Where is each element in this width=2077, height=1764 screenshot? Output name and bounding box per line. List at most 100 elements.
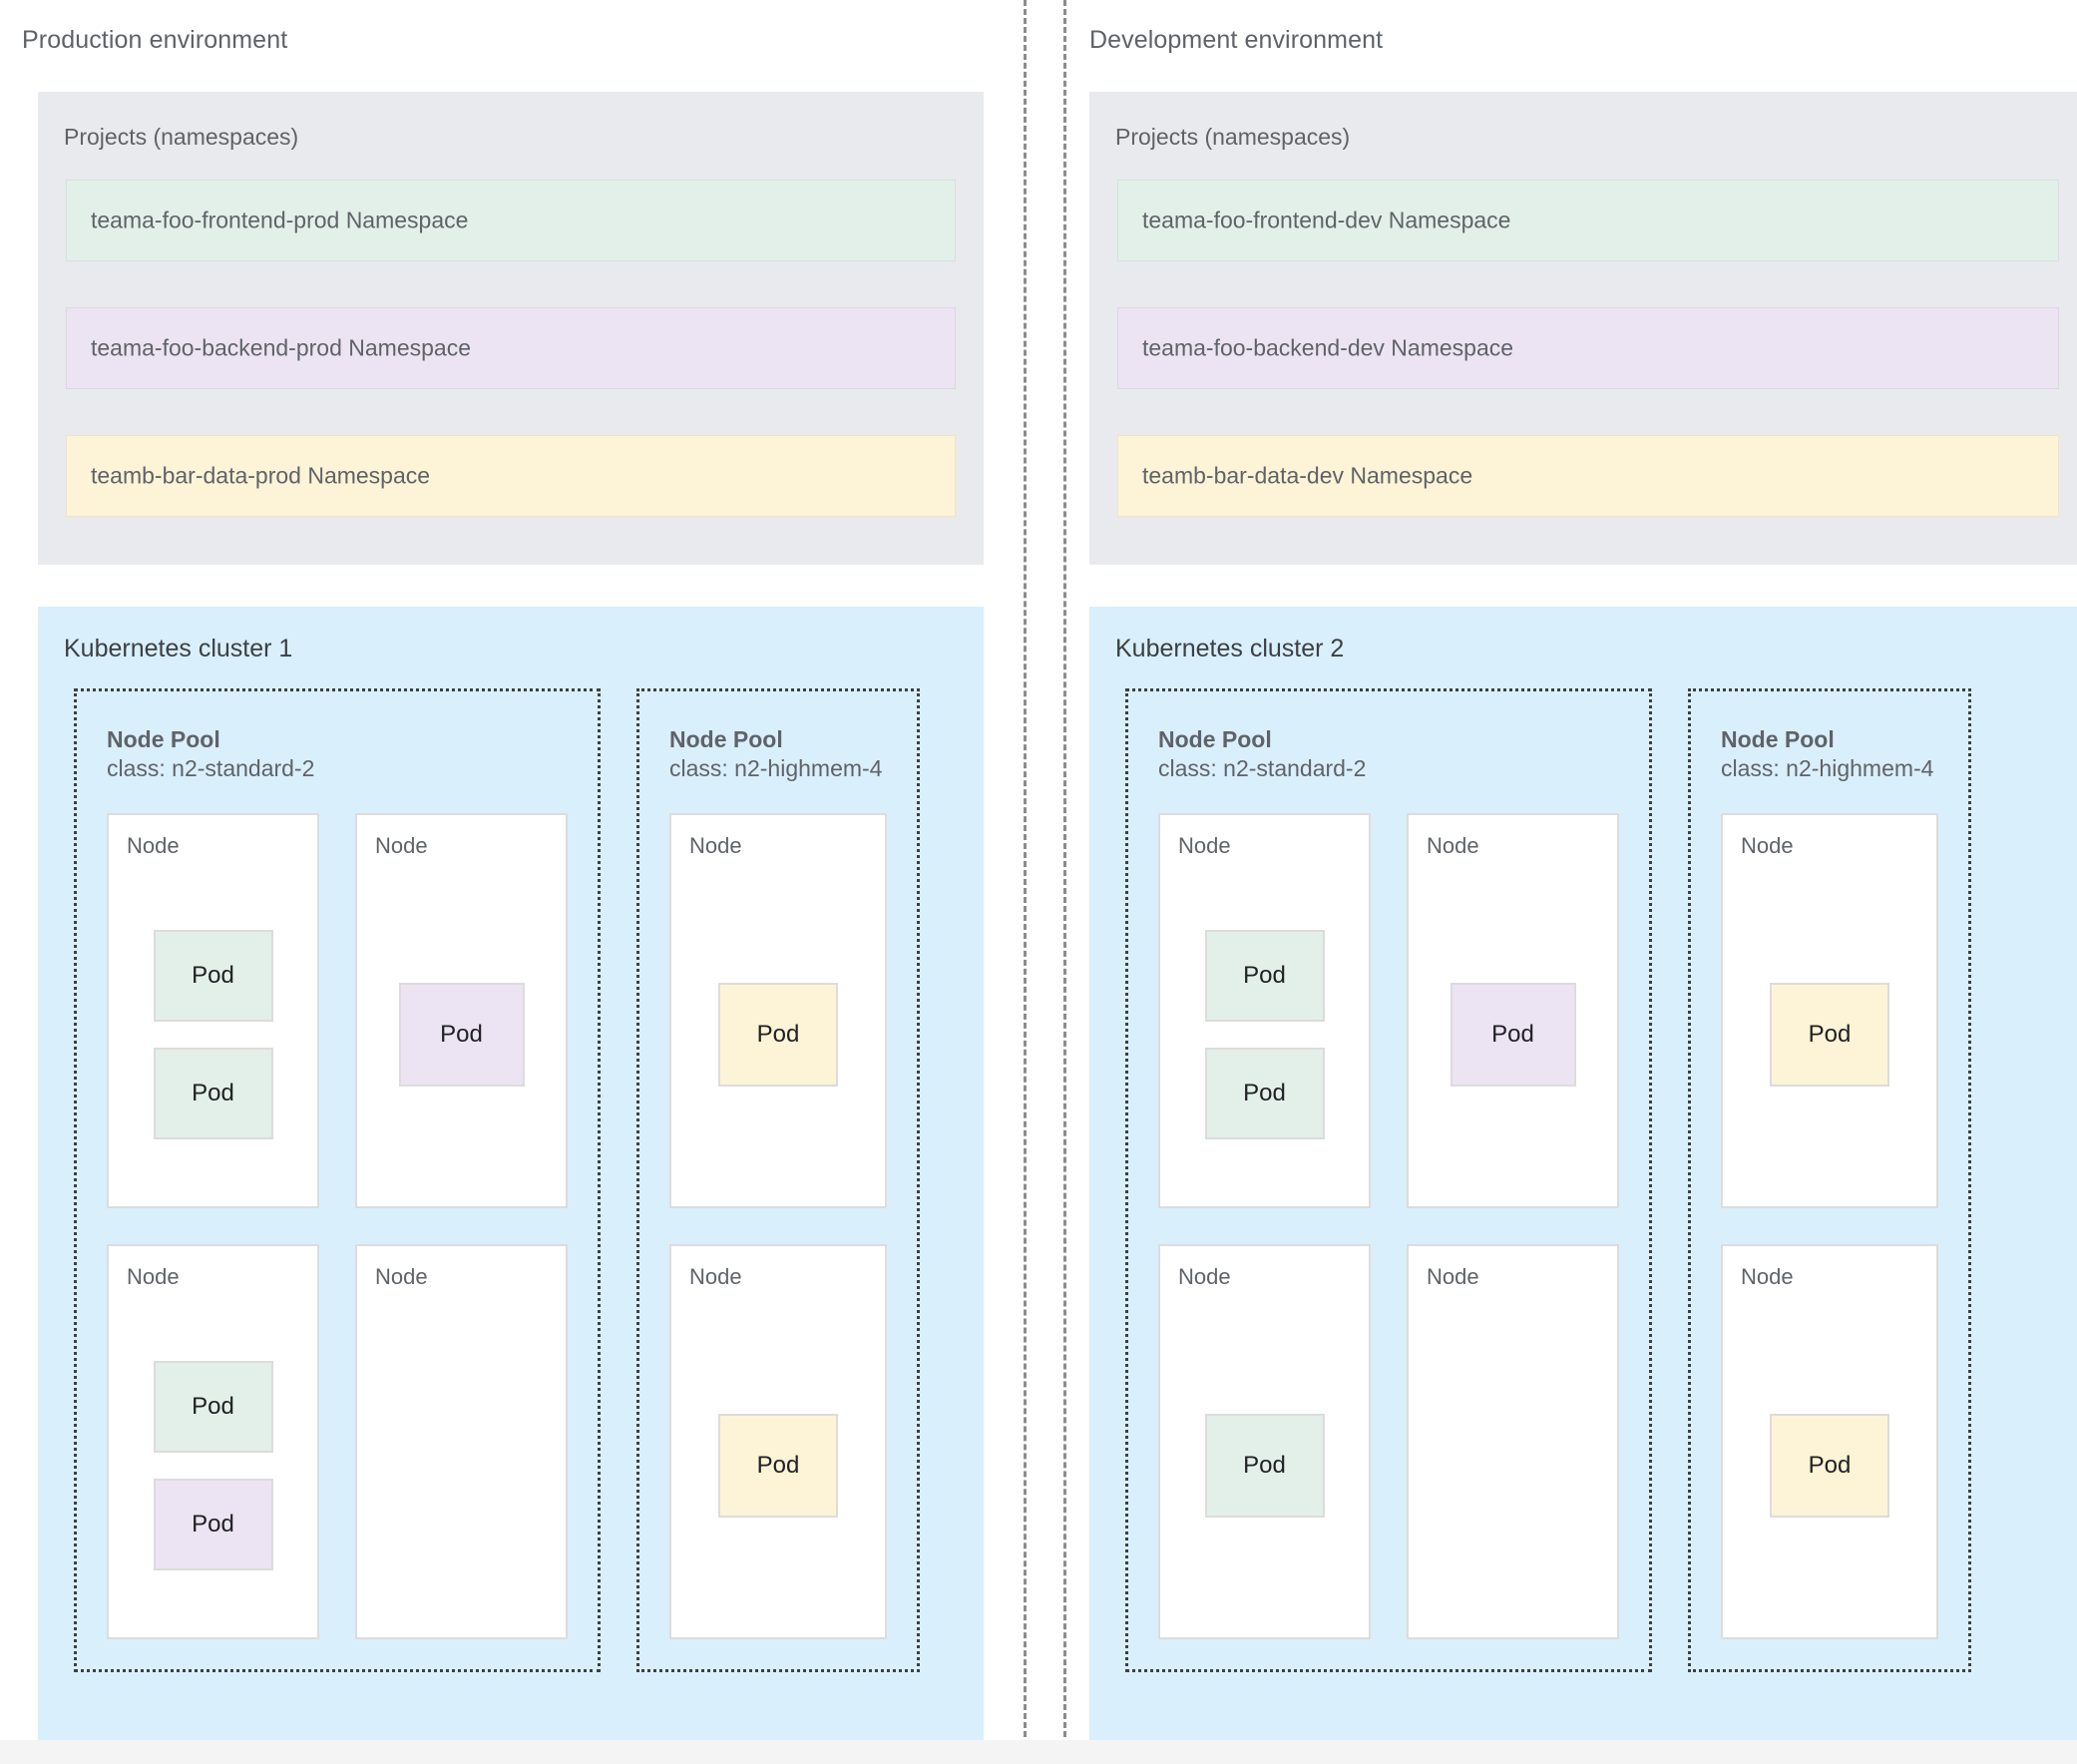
node-label: Node xyxy=(127,832,180,858)
namespace-row[interactable]: teama-foo-frontend-dev Namespace xyxy=(1117,180,2059,261)
namespace-label: teama-foo-frontend-dev Namespace xyxy=(1142,207,1511,233)
node-pool-header: Node Pool class: n2-standard-2 xyxy=(1158,725,1619,783)
node-grid: Node Pod Pod Node Pod xyxy=(107,812,568,1639)
pod-stack: Pod Pod xyxy=(1160,924,1369,1145)
node-box[interactable]: Node Pod Pod xyxy=(107,812,319,1208)
environment-development: Development environment Projects (namesp… xyxy=(1089,0,2077,1764)
node-pool-title: Node Pool xyxy=(107,726,220,752)
node-box[interactable]: Node Pod xyxy=(1721,812,1938,1208)
node-label: Node xyxy=(1427,832,1479,858)
pod-stack xyxy=(1409,1460,1617,1472)
node-box[interactable]: Node Pod xyxy=(669,812,887,1208)
node-pool: Node Pool class: n2-highmem-4 Node Pod N… xyxy=(636,688,920,1672)
node-pool: Node Pool class: n2-standard-2 Node Pod … xyxy=(74,688,601,1672)
node-grid: Node Pod Pod Node Pod xyxy=(1158,812,1619,1639)
node-box[interactable]: Node Pod xyxy=(669,1243,887,1639)
node-pool: Node Pool class: n2-highmem-4 Node Pod N… xyxy=(1688,688,1971,1672)
node-label: Node xyxy=(1741,1263,1794,1289)
node-pool-row: Node Pool class: n2-standard-2 Node Pod … xyxy=(74,688,948,1672)
node-label: Node xyxy=(689,832,742,858)
node-box[interactable]: Node Pod xyxy=(355,812,568,1208)
pod-stack: Pod xyxy=(671,977,885,1093)
projects-panel: Projects (namespaces) teama-foo-frontend… xyxy=(1089,92,2077,565)
pod-box[interactable]: Pod xyxy=(1204,929,1325,1022)
environment-title: Development environment xyxy=(1089,26,1384,54)
pod-stack: Pod xyxy=(671,1408,885,1524)
node-grid: Node Pod Node Pod xyxy=(1721,812,1938,1639)
namespace-label: teamb-bar-data-prod Namespace xyxy=(91,462,431,489)
node-label: Node xyxy=(375,832,428,858)
pod-box[interactable]: Pod xyxy=(1450,982,1576,1087)
namespace-row[interactable]: teama-foo-backend-prod Namespace xyxy=(66,307,956,389)
pod-stack: Pod xyxy=(357,977,566,1093)
environment-separator-line xyxy=(1024,0,1027,1764)
node-box[interactable]: Node xyxy=(1407,1243,1619,1639)
environment-production: Production environment Projects (namespa… xyxy=(0,0,1024,1764)
pod-box[interactable]: Pod xyxy=(1204,1047,1325,1139)
pod-stack: Pod xyxy=(1723,977,1936,1093)
environment-title: Production environment xyxy=(22,26,288,54)
node-label: Node xyxy=(689,1263,742,1289)
pod-box[interactable]: Pod xyxy=(1204,1413,1325,1518)
node-pool-class: class: n2-highmem-4 xyxy=(669,754,883,781)
node-pool-class: class: n2-standard-2 xyxy=(1158,754,1367,781)
namespace-list: teama-foo-frontend-dev Namespace teama-f… xyxy=(1117,180,2059,517)
node-pool-row: Node Pool class: n2-standard-2 Node Pod … xyxy=(1125,688,2051,1672)
pod-box[interactable]: Pod xyxy=(1770,1413,1889,1518)
node-pool-header: Node Pool class: n2-highmem-4 xyxy=(669,725,887,783)
node-grid: Node Pod Node Pod xyxy=(669,812,887,1639)
node-box[interactable]: Node Pod Pod xyxy=(1158,812,1371,1208)
pod-stack: Pod xyxy=(1160,1408,1369,1524)
node-box[interactable]: Node xyxy=(355,1243,568,1639)
node-label: Node xyxy=(127,1263,180,1289)
pod-stack: Pod Pod xyxy=(109,1355,317,1576)
node-pool: Node Pool class: n2-standard-2 Node Pod … xyxy=(1125,688,1652,1672)
pod-box[interactable]: Pod xyxy=(153,1047,273,1139)
pod-box[interactable]: Pod xyxy=(718,1413,838,1518)
node-label: Node xyxy=(1427,1263,1479,1289)
pod-stack: Pod xyxy=(1723,1408,1936,1524)
pod-box[interactable]: Pod xyxy=(153,929,273,1022)
node-label: Node xyxy=(375,1263,428,1289)
node-pool-header: Node Pool class: n2-highmem-4 xyxy=(1721,725,1938,783)
pod-box[interactable]: Pod xyxy=(153,1478,273,1570)
cluster-title: Kubernetes cluster 2 xyxy=(1115,635,1345,662)
node-box[interactable]: Node Pod xyxy=(1158,1243,1371,1639)
projects-panel-title: Projects (namespaces) xyxy=(1115,124,1351,150)
projects-panel-title: Projects (namespaces) xyxy=(64,124,299,150)
projects-panel: Projects (namespaces) teama-foo-frontend… xyxy=(38,92,984,565)
pod-stack: Pod Pod xyxy=(109,924,317,1145)
bottom-strip xyxy=(0,1740,2077,1764)
node-pool-title: Node Pool xyxy=(1158,726,1272,752)
node-pool-title: Node Pool xyxy=(669,726,783,752)
node-pool-class: class: n2-standard-2 xyxy=(107,754,315,781)
namespace-row[interactable]: teamb-bar-data-prod Namespace xyxy=(66,435,956,517)
node-box[interactable]: Node Pod xyxy=(1721,1243,1938,1639)
node-label: Node xyxy=(1178,1263,1231,1289)
node-pool-header: Node Pool class: n2-standard-2 xyxy=(107,725,568,783)
environment-separator-line xyxy=(1063,0,1066,1764)
node-label: Node xyxy=(1178,832,1231,858)
pod-box[interactable]: Pod xyxy=(398,982,525,1087)
pod-stack xyxy=(357,1460,566,1472)
node-box[interactable]: Node Pod Pod xyxy=(107,1243,319,1639)
namespace-row[interactable]: teama-foo-frontend-prod Namespace xyxy=(66,180,956,261)
kubernetes-cluster-panel: Kubernetes cluster 2 Node Pool class: n2… xyxy=(1089,607,2077,1740)
namespace-label: teama-foo-backend-dev Namespace xyxy=(1142,334,1514,361)
namespace-label: teama-foo-backend-prod Namespace xyxy=(91,334,471,361)
namespace-row[interactable]: teamb-bar-data-dev Namespace xyxy=(1117,435,2059,517)
namespace-list: teama-foo-frontend-prod Namespace teama-… xyxy=(66,180,956,517)
node-label: Node xyxy=(1741,832,1794,858)
kubernetes-cluster-panel: Kubernetes cluster 1 Node Pool class: n2… xyxy=(38,607,984,1740)
node-box[interactable]: Node Pod xyxy=(1407,812,1619,1208)
pod-box[interactable]: Pod xyxy=(1770,982,1889,1087)
namespace-label: teamb-bar-data-dev Namespace xyxy=(1142,462,1473,489)
pod-box[interactable]: Pod xyxy=(718,982,838,1087)
cluster-title: Kubernetes cluster 1 xyxy=(64,635,293,662)
node-pool-title: Node Pool xyxy=(1721,726,1835,752)
pod-box[interactable]: Pod xyxy=(153,1360,273,1453)
node-pool-class: class: n2-highmem-4 xyxy=(1721,754,1934,781)
namespace-row[interactable]: teama-foo-backend-dev Namespace xyxy=(1117,307,2059,389)
namespace-label: teama-foo-frontend-prod Namespace xyxy=(91,207,469,233)
